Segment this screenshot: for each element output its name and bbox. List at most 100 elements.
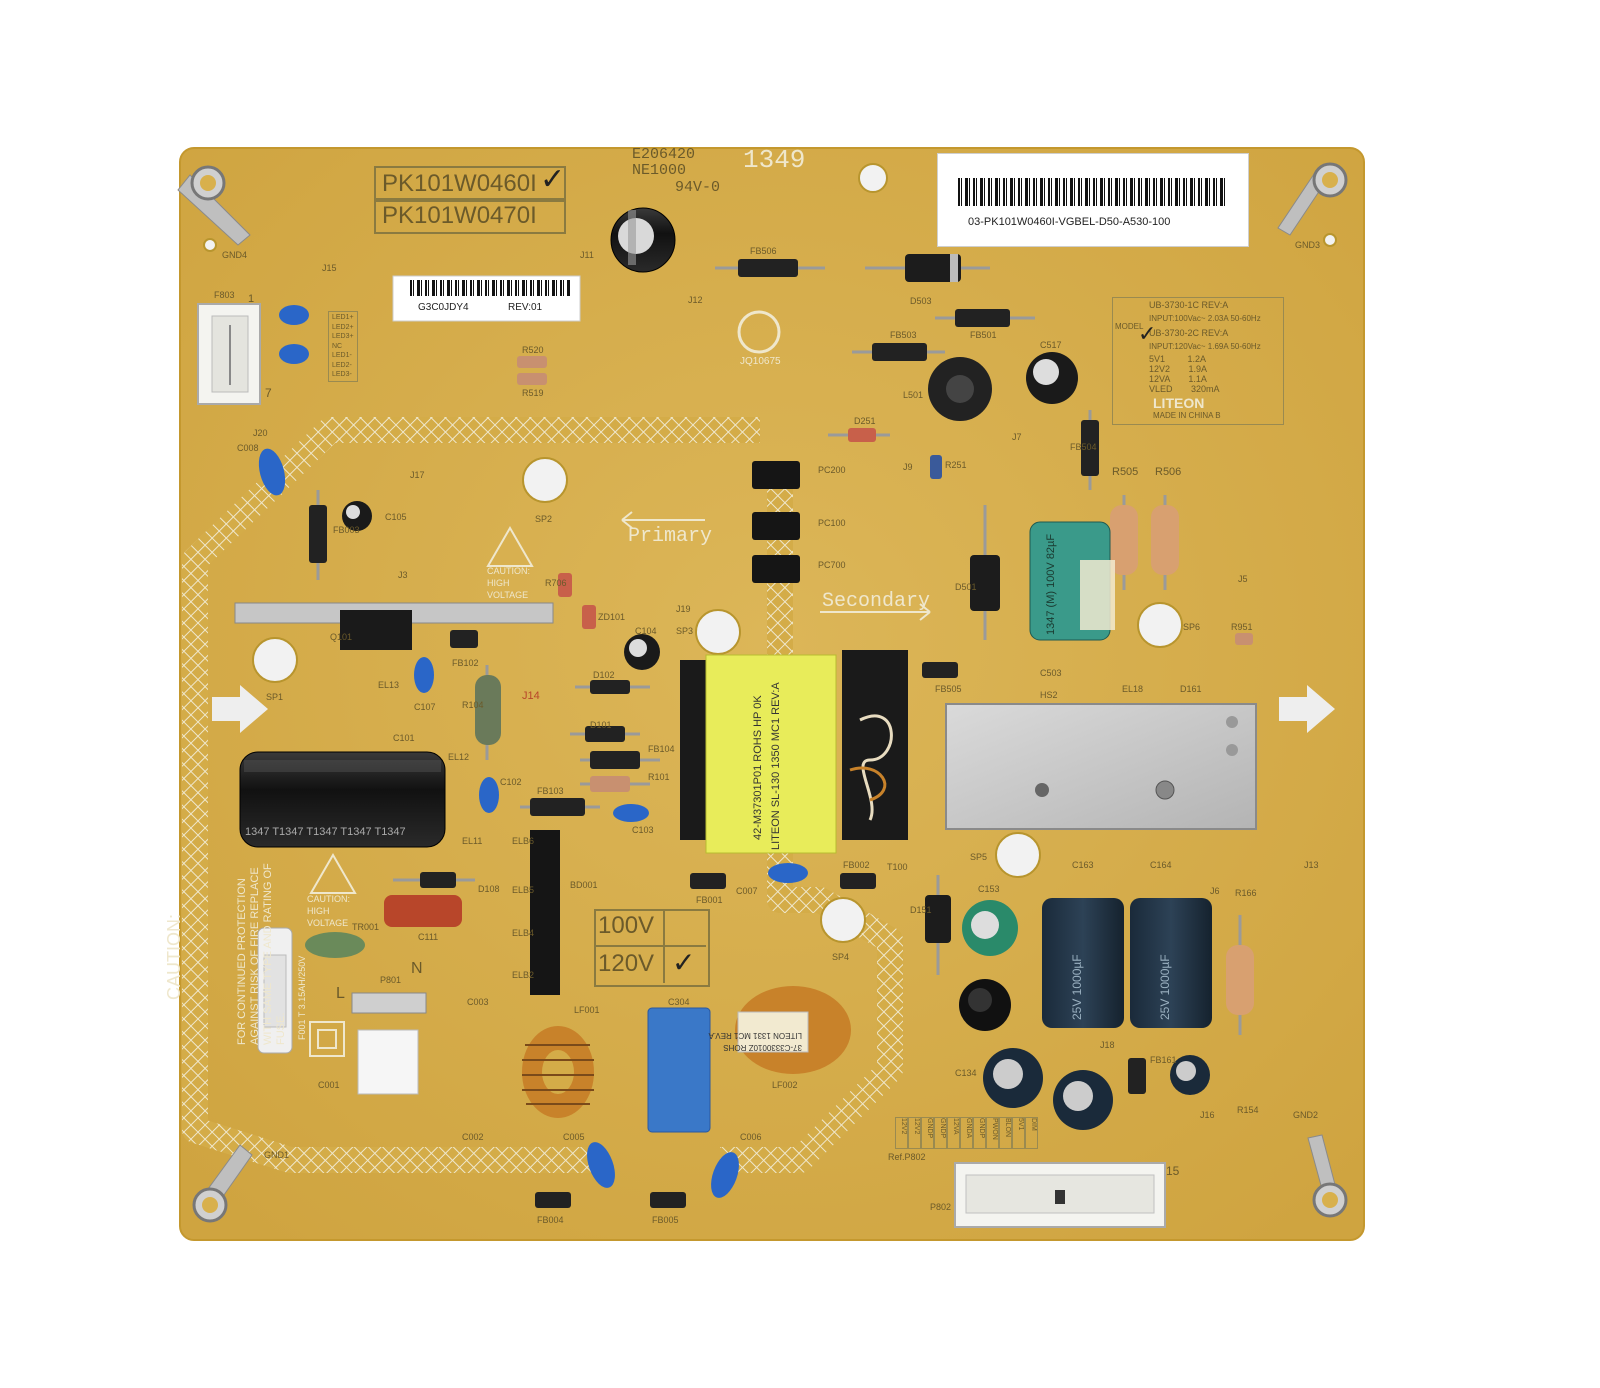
ref-c101: C101	[393, 733, 415, 743]
led-pin: LED3+	[332, 333, 354, 340]
part-number-alt: PK101W0470I	[374, 198, 566, 234]
blue-cap-c205	[279, 305, 309, 325]
ref-pin1: 1	[248, 293, 255, 305]
ref-hs2: HS2	[1040, 690, 1058, 700]
ref-fb504: FB504	[1070, 442, 1097, 452]
voltage-120v: 120V	[598, 950, 655, 977]
ref-elb5: ELB5	[512, 885, 535, 895]
cap-c111	[384, 895, 462, 927]
optocouplers	[752, 461, 800, 583]
ref-r951: R951	[1231, 622, 1253, 632]
ref-j16: J16	[1200, 1110, 1215, 1120]
date-code: 1349	[743, 145, 806, 175]
p802-pin: GNDA	[960, 1117, 973, 1149]
choke-lf002	[735, 986, 851, 1074]
ref-r519: R519	[522, 388, 544, 398]
ref-fb002: FB002	[843, 860, 870, 870]
ref-gnd4: GND4	[222, 250, 248, 260]
p802-pin: GNDP	[934, 1117, 947, 1149]
part-number-checked-text: PK101W0460I	[382, 170, 537, 197]
model-b-input: INPUT:120Vac~ 1.69A 50-60Hz	[1149, 342, 1261, 351]
model-a-input: INPUT:100Vac~ 2.03A 50-60Hz	[1149, 314, 1261, 323]
lot-code: G3C0JDY4	[418, 302, 469, 313]
double-insulation-icon	[309, 1021, 345, 1057]
ref-d501: D501	[955, 582, 977, 592]
ref-c304: C304	[668, 997, 690, 1007]
ref-f803: F803	[214, 290, 235, 300]
p802-pin: PWON	[986, 1117, 999, 1149]
ref-r506: R506	[1155, 466, 1182, 478]
output-row: VLED 320mA	[1149, 384, 1220, 394]
output-caps	[1042, 898, 1212, 1028]
ref-bd001: BD001	[570, 880, 598, 890]
p802-pin-table: 12V2 12V2 GNDP GNDP 12VA GNDA GNDP PWON …	[895, 1117, 1038, 1149]
ref-d151: D151	[910, 905, 932, 915]
common-mode-choke-lf001	[522, 1026, 594, 1118]
ref-r251: R251	[945, 460, 967, 470]
ref-c105: C105	[385, 512, 407, 522]
connector-f803	[197, 303, 261, 405]
output-row: 12VA 1.1A	[1149, 374, 1207, 384]
cert-e206420: E206420	[632, 146, 696, 163]
c101-print: 1347 T1347 T1347 T1347 T1347	[245, 826, 406, 838]
ref-j3: J3	[398, 570, 408, 580]
ref-j18: J18	[1100, 1040, 1115, 1050]
ref-j19: J19	[676, 604, 691, 614]
voltage-100v: 100V	[598, 912, 655, 939]
ref-j17: J17	[410, 470, 425, 480]
ref-fb004: FB004	[537, 1215, 564, 1225]
cert-ne1000: NE1000	[632, 162, 687, 179]
ref-l: L	[336, 985, 345, 1002]
ref-c163: C163	[1072, 860, 1094, 870]
fuse-caution-body: FOR CONTINUED PROTECTION AGAINST RISK OF…	[236, 863, 287, 1045]
ref-lf002: LF002	[772, 1080, 798, 1090]
electrolytic-cap-top	[610, 207, 676, 273]
ref-pc200: PC200	[818, 465, 846, 475]
checkmark-icon: ✓	[540, 162, 566, 197]
ref-j11: J11	[580, 250, 594, 260]
ref-j7: J7	[1012, 432, 1022, 442]
p802-pin: 5V1	[1012, 1117, 1025, 1149]
ref-elb6: ELB6	[512, 836, 535, 846]
ref-d102: D102	[593, 670, 615, 680]
ref-pin7: 7	[265, 386, 272, 400]
ref-pc700: PC700	[818, 560, 846, 570]
led-pin: NC	[332, 342, 343, 350]
model-word: MODEL	[1115, 322, 1144, 331]
p802-pin: GNDP	[921, 1117, 934, 1149]
c164-print: 25V 1000µF	[1158, 954, 1172, 1020]
ref-d108: D108	[478, 884, 500, 894]
ref-t100: T100	[887, 862, 908, 872]
ref-r505: R505	[1112, 466, 1139, 478]
ref-j15: J15	[322, 263, 337, 273]
cap-c503	[1029, 521, 1115, 641]
ref-p802-table: Ref.P802	[888, 1152, 926, 1162]
ref-r104: R104	[462, 700, 484, 710]
ref-c001: C001	[318, 1080, 340, 1090]
ref-sp4: SP4	[832, 952, 850, 962]
ref-c002: C002	[462, 1132, 484, 1142]
ref-r101: R101	[648, 772, 670, 782]
blue-cap-c204	[279, 344, 309, 364]
mounting-holes	[203, 163, 1337, 943]
hv-caution-title: CAUTION:	[487, 566, 531, 576]
voltage-checkmark-icon: ✓	[672, 946, 696, 979]
p802-pin: BLON	[999, 1117, 1012, 1149]
ref-c007: C007	[736, 886, 758, 896]
voltage-divider	[594, 945, 706, 947]
power-resistors	[475, 495, 1254, 1035]
ref-p801: P801	[380, 975, 402, 985]
ref-fb506: FB506	[750, 246, 777, 256]
ref-l501: L501	[903, 390, 924, 400]
barcode-sticker: 03-PK101W0460I-VGBEL-D50-A530-100	[937, 153, 1249, 247]
led-pin: LED2-	[332, 361, 352, 369]
output-row: 12V2 1.9A	[1149, 364, 1208, 374]
ref-r166: R166	[1235, 888, 1257, 898]
small-electrolytics	[342, 352, 1210, 1130]
ref-fb501: FB501	[970, 330, 997, 340]
transformer-label-1: 42-M37301P01 ROHS HP 0K	[752, 695, 764, 840]
heatsink-hs2	[945, 703, 1257, 830]
heatsink-primary-bracket	[234, 602, 554, 650]
voltage-select-box	[594, 909, 710, 987]
ref-gnd3: GND3	[1295, 240, 1321, 250]
